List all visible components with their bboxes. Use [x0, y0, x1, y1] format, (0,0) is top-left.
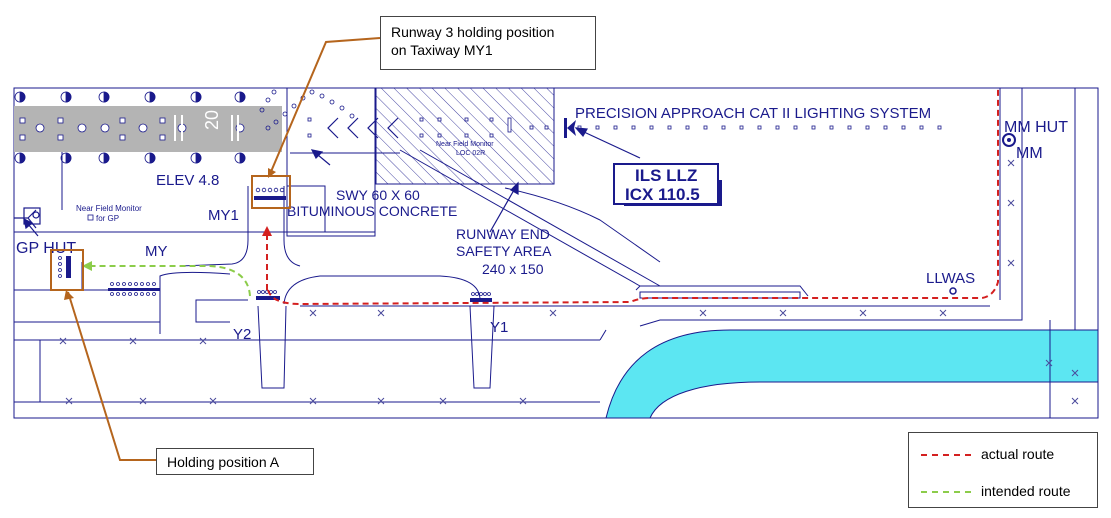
callout-holding-a-text: Holding position A — [167, 454, 280, 470]
callout-runway3-line2: on Taxiway MY1 — [391, 42, 493, 58]
nf-loc-label-1: Near Field Monitor — [436, 141, 494, 148]
swy-label-2: BITUMINOUS CONCRETE — [287, 203, 457, 219]
holding-bars — [66, 196, 492, 302]
llwas-icon — [949, 287, 957, 295]
mm-hut-label: MM HUT — [1004, 119, 1068, 136]
legend-item-actual: actual route — [909, 445, 1097, 465]
pointer-arrows — [23, 127, 641, 237]
nf-loc-label-2: LOC 02R — [456, 150, 485, 157]
resa-label-2: SAFETY AREA — [456, 243, 552, 259]
intended-route — [82, 261, 251, 297]
legend-swatch-intended — [921, 491, 971, 493]
actual-route — [262, 88, 999, 306]
callout-arrows — [64, 168, 276, 300]
taxiway-y2-label: Y2 — [233, 326, 251, 343]
elev-label: ELEV 4.8 — [156, 172, 219, 189]
gp-hut-label: GP HUT — [16, 240, 76, 257]
approach-lights — [307, 117, 942, 138]
callout-runway3-line1: Runway 3 holding position — [391, 24, 555, 40]
legend-item-intended: intended route — [909, 482, 1097, 502]
gp-hut-icon — [14, 207, 41, 229]
ils-frequency-label: ICX 110.5 — [625, 185, 700, 204]
taxiway-my1-label: MY1 — [208, 207, 239, 224]
legend: actual route intended route — [908, 432, 1098, 508]
swy-label-1: SWY 60 X 60 — [336, 187, 420, 203]
mm-hut-icon — [1002, 133, 1016, 147]
legend-label-actual: actual route — [981, 446, 1055, 462]
resa-label-1: RUNWAY END — [456, 226, 550, 242]
taxiway-y1-label: Y1 — [490, 319, 508, 336]
fence-marks — [59, 159, 1079, 405]
legend-label-intended: intended route — [981, 483, 1071, 499]
localizer-antenna-icon — [564, 118, 576, 138]
resa-label-3: 240 x 150 — [482, 261, 544, 277]
ils-llz-box — [613, 163, 722, 206]
holding-circles — [58, 187, 491, 296]
approach-lighting-label: PRECISION APPROACH CAT II LIGHTING SYSTE… — [575, 105, 931, 122]
runway-number: 20 — [202, 110, 222, 130]
llwas-label: LLWAS — [926, 270, 975, 287]
callout-holding-a: Holding position A — [156, 448, 314, 475]
callout-runway3-holding: Runway 3 holding position on Taxiway MY1 — [380, 16, 596, 70]
water-channel — [605, 329, 1099, 419]
mm-label: MM — [1016, 145, 1043, 162]
nf-gp-label-1: Near Field Monitor — [76, 204, 142, 213]
legend-swatch-actual — [921, 454, 971, 456]
ils-llz-label: ILS LLZ — [635, 166, 697, 185]
nf-gp-marker-icon — [87, 214, 94, 221]
callout-highlights — [50, 37, 381, 461]
runway: 20 — [14, 89, 355, 164]
nf-gp-label-2: for GP — [96, 214, 119, 223]
taxiway-my-label: MY — [145, 243, 168, 260]
